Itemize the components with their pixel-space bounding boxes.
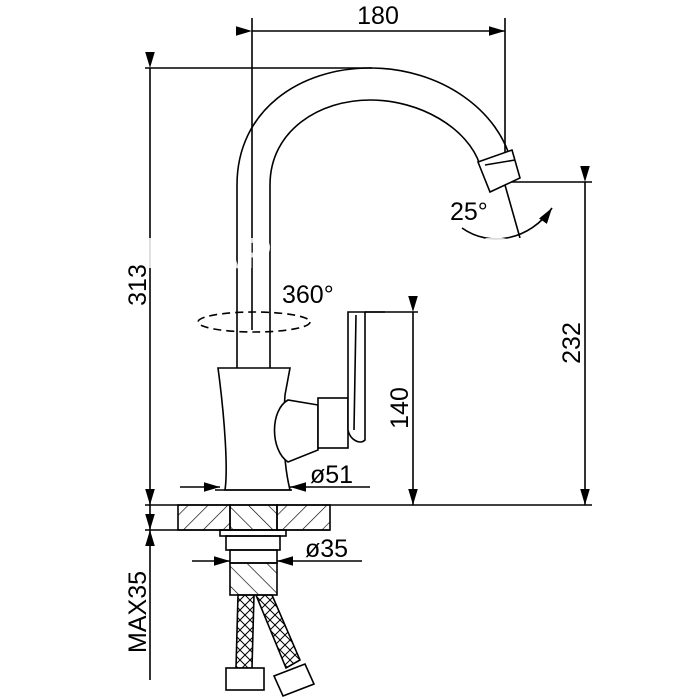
label-360: 360° <box>282 281 334 309</box>
label-313: 313 <box>124 264 152 306</box>
dimension-180 <box>236 18 506 330</box>
label-180: 180 <box>357 2 399 30</box>
label-25: 25° <box>450 198 488 226</box>
watermark: FRAP-RUSSIA.RU <box>146 229 550 278</box>
label-232: 232 <box>558 322 586 364</box>
label-35: ø35 <box>305 535 348 563</box>
label-max35: MAX35 <box>124 571 152 653</box>
spout <box>236 67 521 368</box>
mounting-shank <box>219 529 287 596</box>
counter-section <box>177 504 331 531</box>
dimension-313 <box>145 52 372 505</box>
dimension-232 <box>510 166 592 505</box>
label-51: ø51 <box>310 461 353 489</box>
label-140: 140 <box>386 387 414 429</box>
swivel-360-indicator <box>197 311 311 333</box>
supply-hoses <box>225 594 316 698</box>
angle-25-indicator <box>461 184 553 240</box>
faucet-body <box>215 311 385 491</box>
